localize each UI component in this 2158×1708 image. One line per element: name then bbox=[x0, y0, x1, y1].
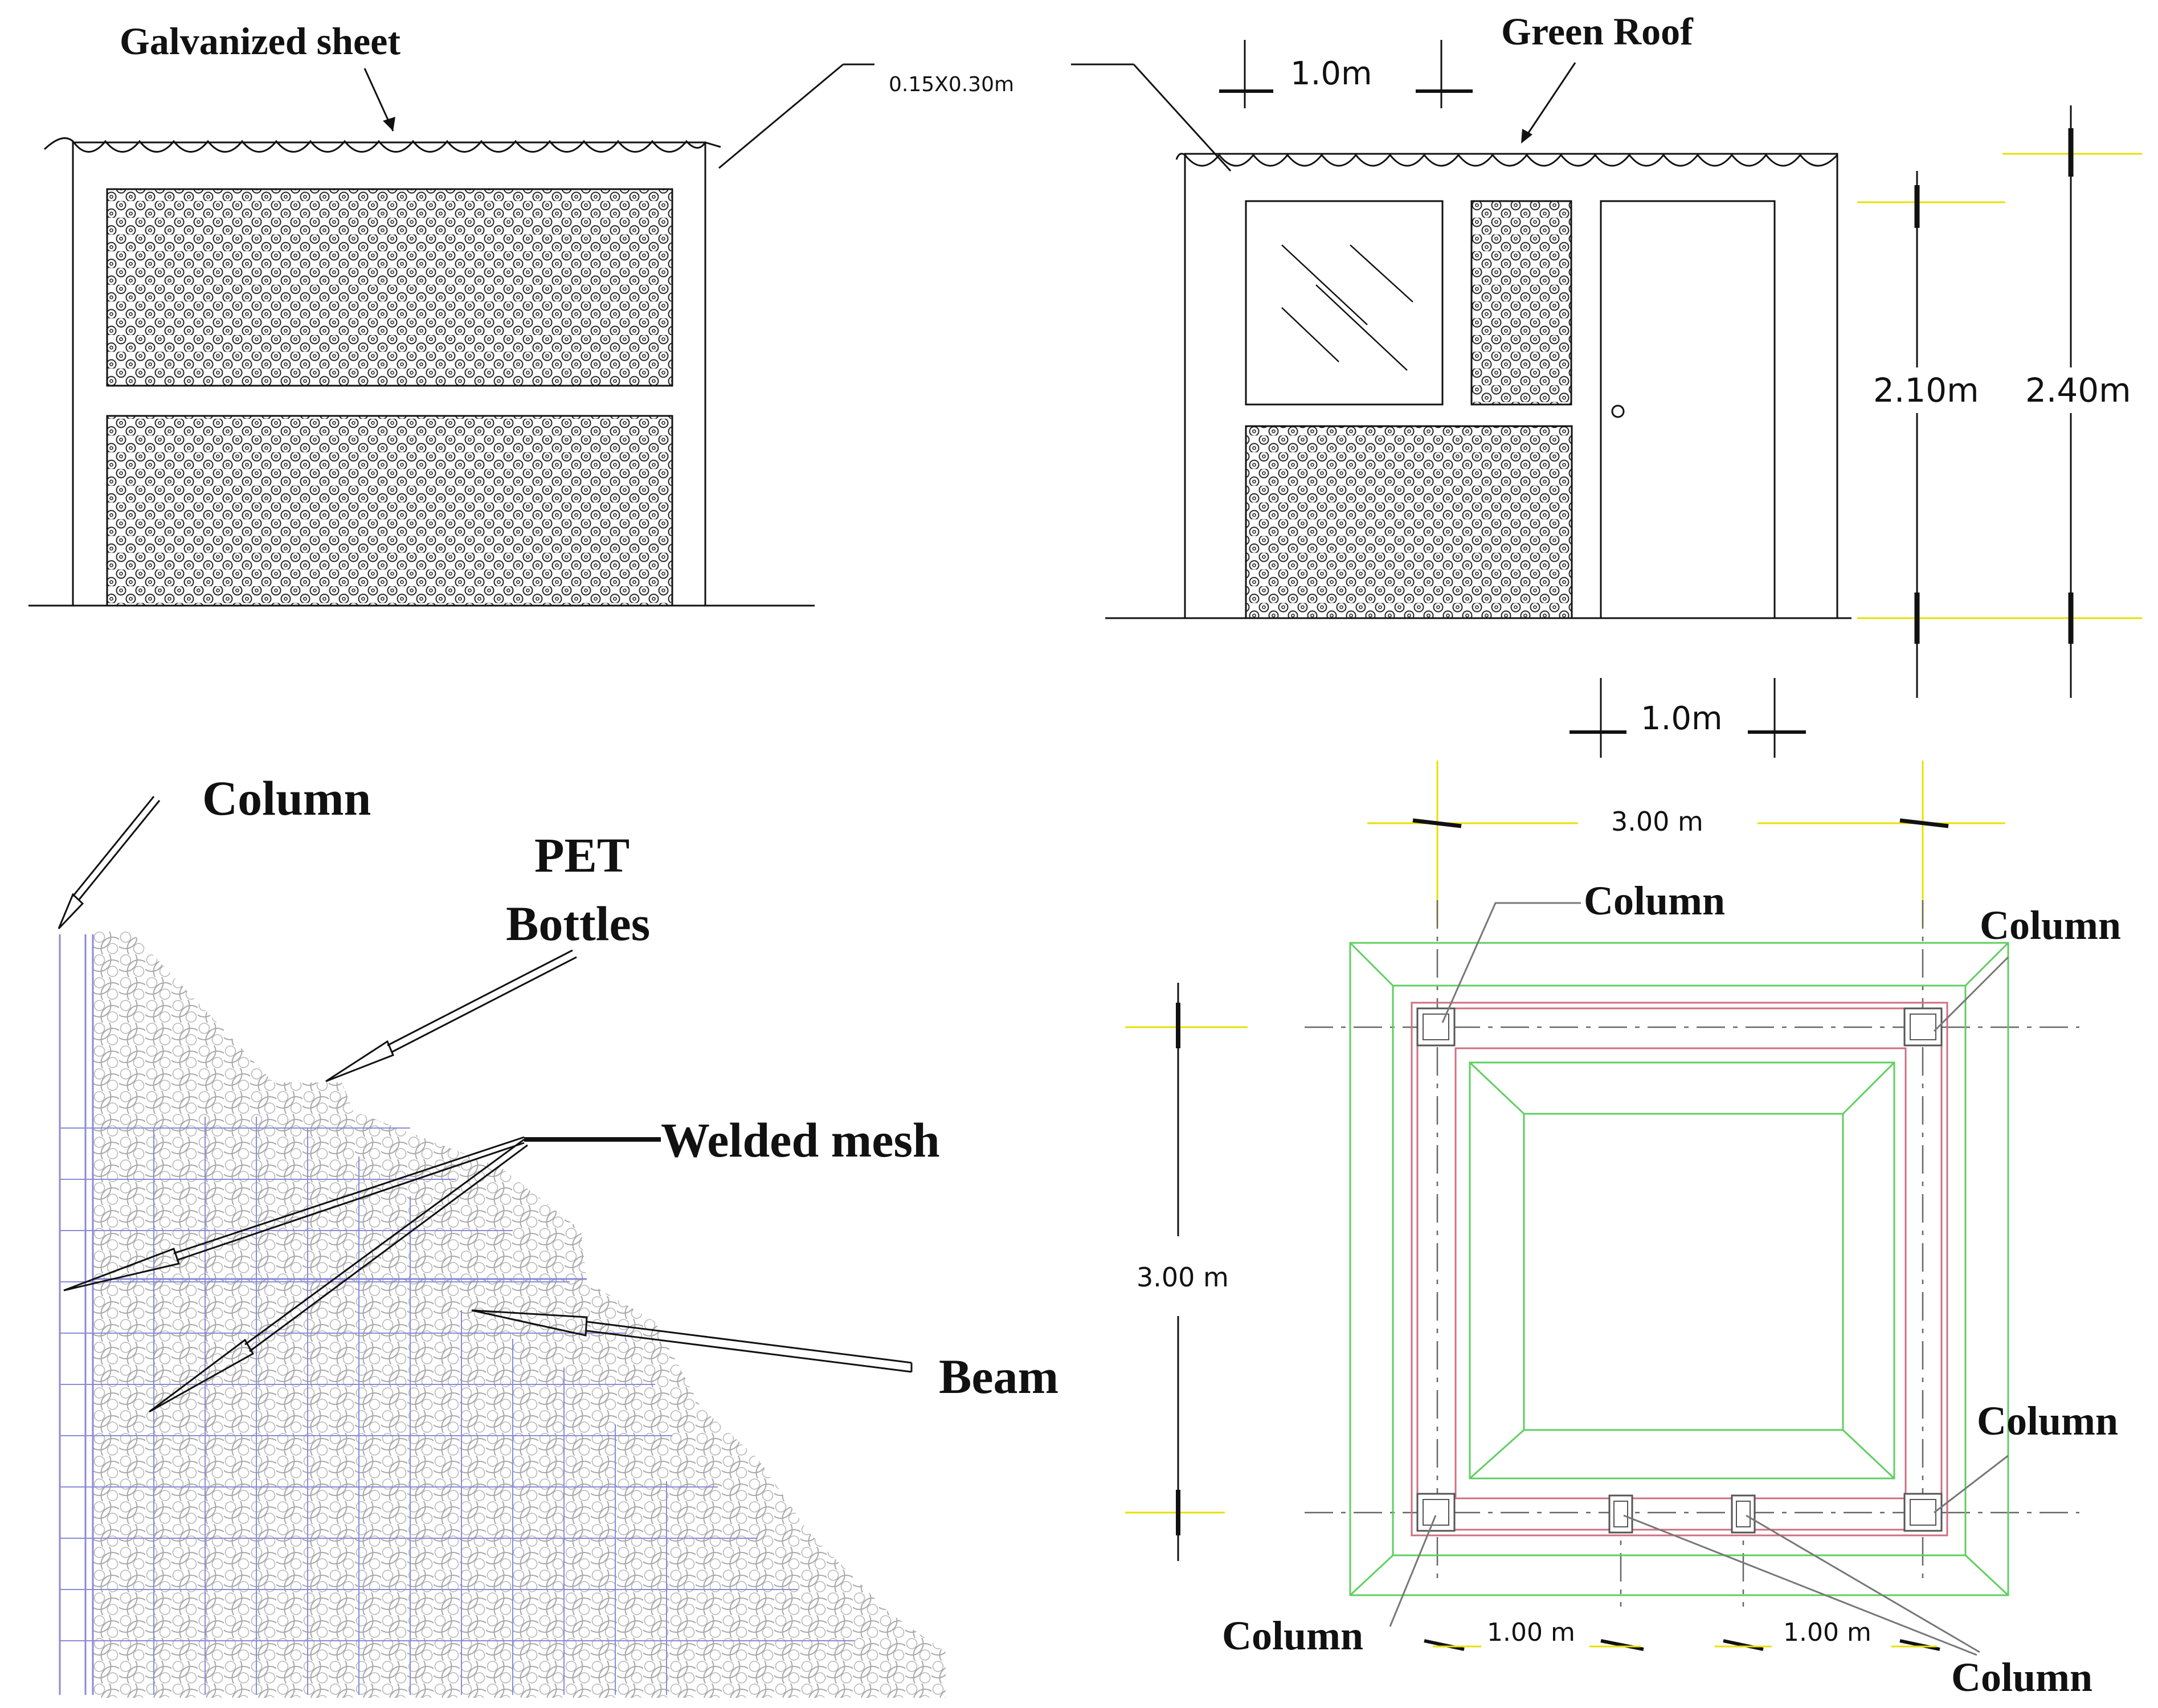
door-knob bbox=[1611, 404, 1625, 418]
welded-mesh-arrow-shaft bbox=[244, 1138, 525, 1346]
glass-reflection bbox=[1350, 244, 1413, 303]
glass-reflection bbox=[1315, 284, 1408, 371]
plan-column-small bbox=[1731, 1494, 1756, 1534]
welded-mesh-arrowhead bbox=[149, 1338, 255, 1413]
dim-text-bg bbox=[1869, 367, 1965, 413]
column-label-right-lower: Column bbox=[1977, 1398, 2118, 1444]
glass-reflection bbox=[1281, 307, 1339, 362]
galvanized-sheet-roof bbox=[43, 137, 721, 153]
beam-arrow-shaft bbox=[586, 1321, 912, 1364]
door bbox=[1600, 200, 1776, 619]
welded-mesh-arrow-shaft bbox=[176, 1142, 525, 1261]
column-label-top-left: Column bbox=[1584, 878, 1725, 924]
column-label: Column bbox=[202, 771, 371, 826]
plan-1m-b: 1.00 m bbox=[1783, 1618, 1871, 1647]
column-edge bbox=[59, 934, 94, 1695]
galvanized-sheet-arrowhead bbox=[383, 117, 395, 131]
dim-240: 2.40m bbox=[2025, 371, 2131, 410]
pet-arrow-shaft bbox=[387, 949, 573, 1047]
side-elevation: Green Roof 1.0m 2.10m 2.40m 1.0m bbox=[1105, 10, 2142, 758]
beam-arrowhead bbox=[471, 1309, 588, 1337]
inner-roof bbox=[1469, 1061, 1895, 1480]
plan-width-label: 3.00 m bbox=[1611, 806, 1703, 837]
dim-210: 2.10m bbox=[1873, 371, 1979, 410]
pet-bottle-panel-narrow bbox=[1470, 200, 1572, 406]
pet-bottle-panel-lower bbox=[106, 415, 673, 607]
plan-column bbox=[1903, 1007, 1943, 1047]
column-label-bottom-left: Column bbox=[1222, 1613, 1363, 1658]
welded-mesh-arrowhead bbox=[63, 1248, 180, 1292]
dim-text-bg bbox=[2022, 367, 2122, 413]
front-elevation: Galvanized sheet 0.15X0.30m bbox=[28, 19, 1232, 607]
welded-mesh-arrow-shaft bbox=[249, 1144, 528, 1352]
plan-column bbox=[1416, 1493, 1456, 1532]
leader bbox=[1934, 1454, 2009, 1514]
pet-bottle-panel-lower bbox=[1245, 425, 1573, 619]
pet-bottle-panel-upper bbox=[106, 188, 673, 387]
pet-bottles-label-line1: PET bbox=[534, 828, 630, 882]
column-arrow-shaft bbox=[72, 796, 155, 897]
column-label-bottom-right: Column bbox=[1951, 1654, 2092, 1700]
welded-mesh-grid bbox=[60, 1117, 855, 1695]
plan-height-label: 3.00 m bbox=[1137, 1262, 1229, 1293]
dim-tick bbox=[1424, 1639, 1465, 1651]
leader bbox=[1441, 902, 1581, 1023]
leader bbox=[1933, 956, 2009, 1032]
beam-outline bbox=[1411, 1002, 1948, 1537]
dim-tick bbox=[1412, 818, 1462, 828]
column-arrowhead bbox=[58, 893, 84, 930]
floor-plan: 3.00 m 3.00 m bbox=[1125, 761, 2121, 1700]
pet-arrow-shaft bbox=[391, 956, 577, 1053]
welded-mesh-arrow-shaft bbox=[173, 1136, 525, 1255]
window bbox=[1245, 200, 1444, 406]
column-label-top-right: Column bbox=[1980, 902, 2121, 948]
roof-outline bbox=[1349, 942, 2009, 1596]
green-roof-leader bbox=[1523, 62, 1576, 140]
galvanized-sheet-label: Galvanized sheet bbox=[120, 19, 400, 63]
beam-label: Beam bbox=[939, 1349, 1058, 1404]
leader bbox=[1623, 1514, 1977, 1656]
dim-1m-top: 1.0m bbox=[1290, 55, 1372, 92]
dim-tick bbox=[1899, 818, 1949, 828]
beam-size-label: 0.15X0.30m bbox=[889, 73, 1014, 96]
green-roof bbox=[1175, 153, 1838, 167]
pet-bottle-stack bbox=[93, 931, 946, 1698]
beam-leader-left bbox=[718, 63, 844, 169]
dim-tick bbox=[1600, 1639, 1644, 1651]
column-arrow-shaft bbox=[77, 800, 161, 901]
green-roof-label: Green Roof bbox=[1501, 10, 1694, 53]
dim-tick bbox=[1899, 1639, 1940, 1651]
pet-arrowhead bbox=[325, 1040, 394, 1082]
dim-tick bbox=[1723, 1639, 1764, 1651]
green-roof-arrowhead bbox=[1521, 129, 1532, 144]
wall-construction-detail: Column PET Bottles Welded mesh Beam bbox=[58, 771, 1058, 1698]
dim-1m-bottom: 1.0m bbox=[1641, 700, 1723, 737]
leader bbox=[1389, 1515, 1437, 1627]
pet-bottles-label-line2: Bottles bbox=[506, 896, 650, 951]
plan-column-small bbox=[1608, 1494, 1633, 1534]
plan-column bbox=[1416, 1007, 1456, 1047]
plan-1m-a: 1.00 m bbox=[1487, 1618, 1575, 1647]
welded-mesh-label: Welded mesh bbox=[661, 1113, 940, 1167]
beam-arrow-shaft bbox=[586, 1330, 912, 1373]
leader bbox=[1746, 1514, 1980, 1653]
glass-reflection bbox=[1281, 244, 1368, 325]
beam-leader-right bbox=[1133, 63, 1232, 172]
plan-column bbox=[1903, 1493, 1943, 1532]
